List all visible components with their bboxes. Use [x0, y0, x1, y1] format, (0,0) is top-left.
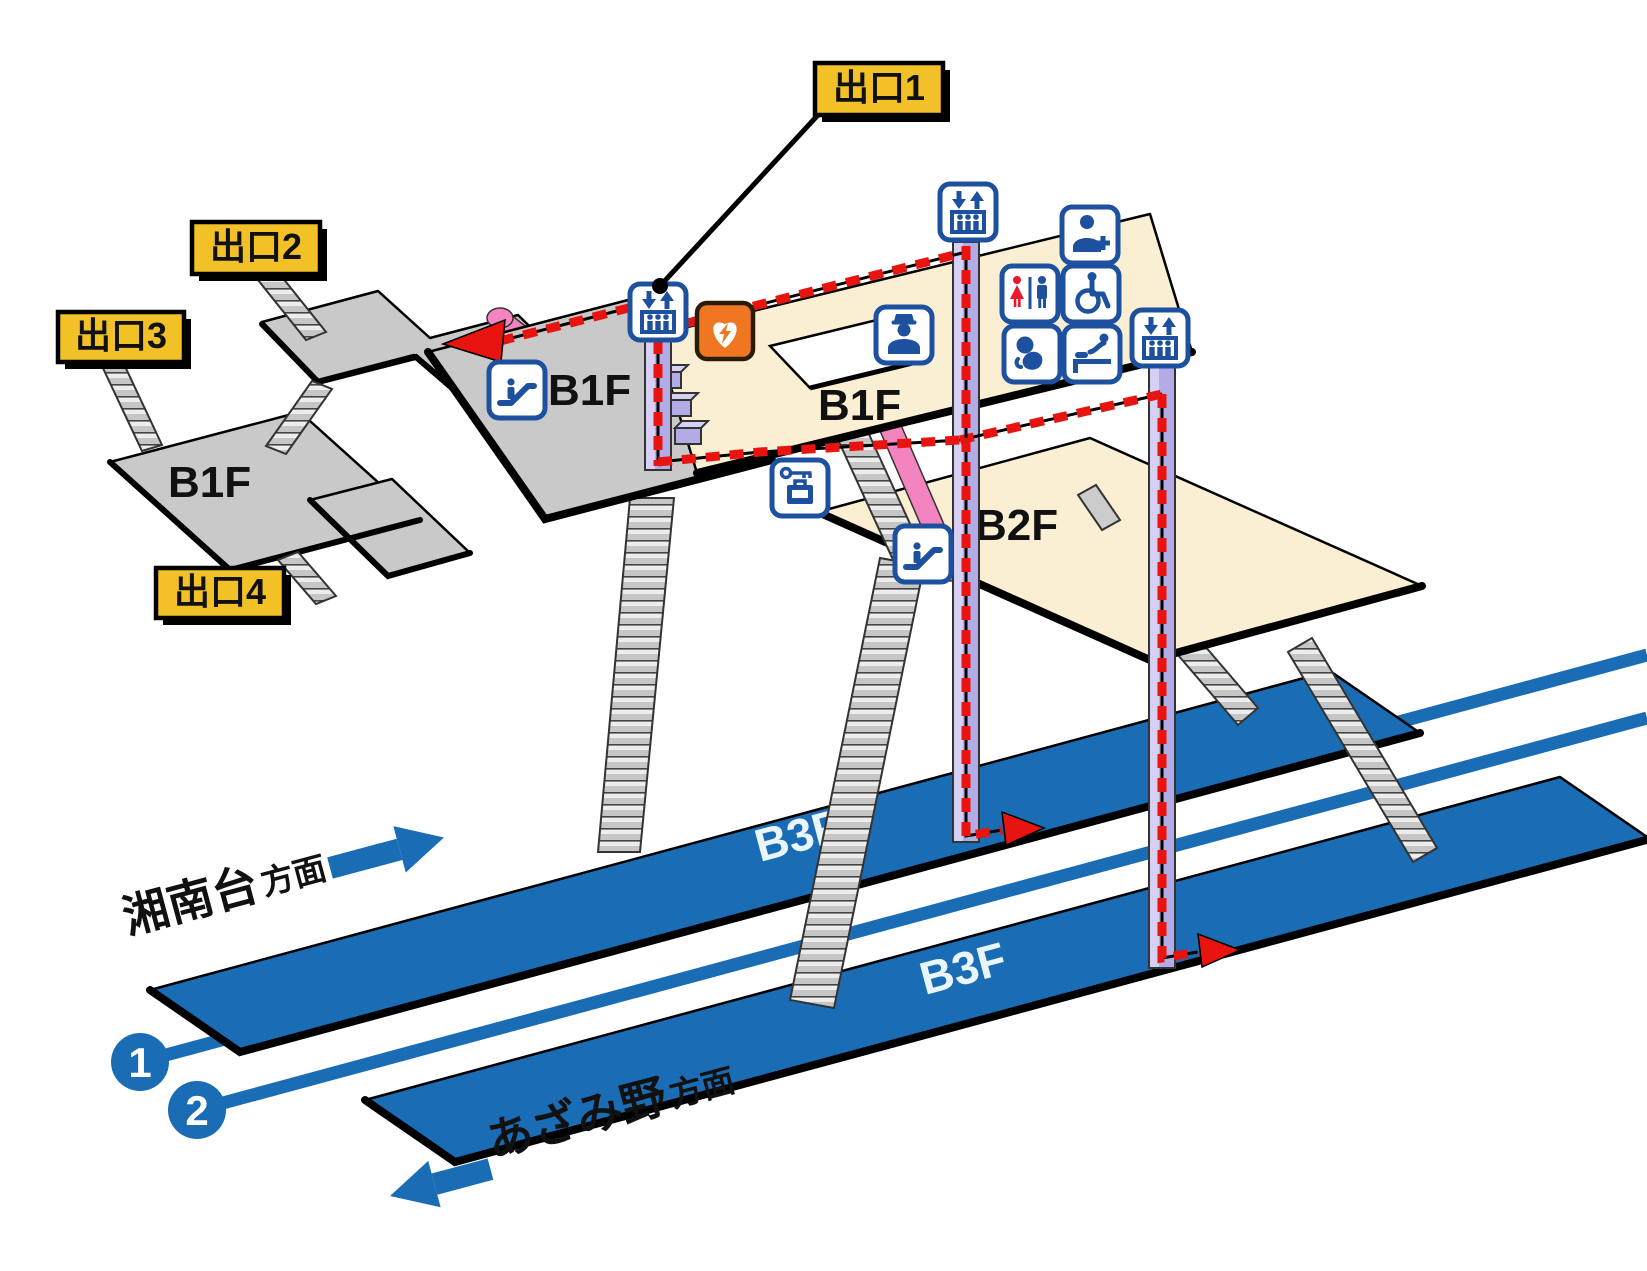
stairs-north-to-west-corridor: [264, 379, 334, 456]
stairs-b2f-to-platform2-east: [1286, 636, 1439, 864]
b1f-label-paid: B1F: [818, 381, 901, 430]
escalator-icon: [892, 523, 954, 585]
stairs-exit4: [276, 550, 338, 606]
b1f-label-west: B1F: [168, 458, 251, 507]
escalator-icon: [486, 359, 548, 421]
platform-2: B3F: [361, 775, 1647, 1167]
coin-locker-icon: [769, 457, 831, 519]
track-line-2: [195, 711, 1647, 1117]
svg-text:1: 1: [128, 1039, 151, 1086]
arrow-shonandai: [327, 826, 444, 879]
direction-shonandai-name: 湘南台: [117, 858, 264, 944]
svg-text:出口1: 出口1: [833, 67, 925, 108]
exit1-label: 出口1: [652, 60, 950, 294]
route-arrow-platform1: [1001, 810, 1046, 847]
arrow-azamino: [390, 1158, 494, 1208]
direction-shonandai-suffix: 方面: [257, 849, 330, 902]
stairs-concourse-to-platform1: [596, 497, 676, 853]
diaper-changing-icon: [1061, 323, 1123, 385]
elevator-icon: [937, 181, 999, 243]
svg-text:出口4: 出口4: [174, 571, 266, 612]
first-aid-icon: [1059, 204, 1121, 266]
aed-icon: [694, 300, 756, 362]
platform-1-badge: 1: [111, 1033, 169, 1091]
b1f-label-concourse: B1F: [548, 366, 631, 415]
wheelchair-accessible-icon: [1060, 263, 1122, 325]
b1f-west-corridor: B1F: [107, 410, 473, 580]
exit3-label: 出口3: [55, 309, 191, 369]
exit4-label: 出口4: [153, 565, 291, 625]
station-staff-icon: [873, 304, 935, 366]
stairs-exit3: [100, 358, 164, 453]
route-arrow-west: [440, 318, 506, 363]
exit2-label: 出口2: [189, 219, 327, 281]
restroom-icon: [999, 263, 1061, 325]
elevator-icon: [1129, 307, 1191, 369]
route-arrow-platform2: [1197, 932, 1242, 969]
svg-text:2: 2: [185, 1087, 208, 1134]
platform-2-badge: 2: [168, 1081, 226, 1139]
stairs-b2f-to-platform2: [788, 556, 926, 1010]
baby-care-room-icon: [1001, 323, 1063, 385]
b2f-label: B2F: [975, 501, 1058, 550]
stair-stub-b2f-west: [1076, 483, 1122, 532]
svg-text:出口2: 出口2: [210, 226, 302, 267]
svg-text:出口3: 出口3: [75, 315, 167, 356]
